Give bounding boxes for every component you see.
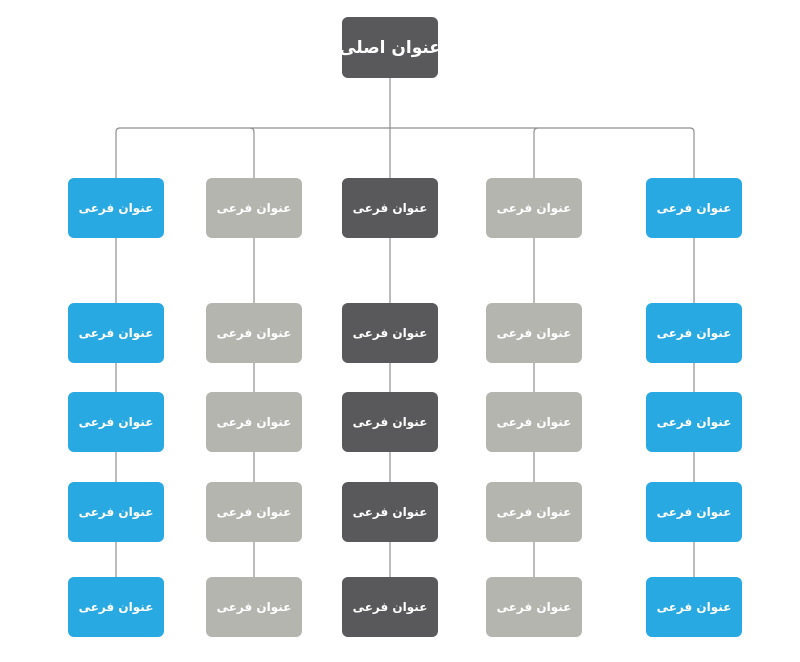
column-drop-line (249, 127, 255, 178)
subtopic-node: عنوان فرعی (206, 178, 302, 238)
bus-line (115, 127, 695, 178)
subtopic-node: عنوان فرعی (486, 303, 582, 363)
subtopic-node: عنوان فرعی (646, 392, 742, 452)
subtopic-node: عنوان فرعی (646, 178, 742, 238)
subtopic-node: عنوان فرعی (342, 178, 438, 238)
subtopic-node: عنوان فرعی (342, 392, 438, 452)
subtopic-node: عنوان فرعی (646, 577, 742, 637)
subtopic-node: عنوان فرعی (486, 392, 582, 452)
subtopic-node: عنوان فرعی (68, 392, 164, 452)
subtopic-node: عنوان فرعی (486, 577, 582, 637)
root-node: عنوان اصلی (339, 17, 441, 78)
column-drop-line (533, 127, 539, 178)
subtopic-node: عنوان فرعی (342, 577, 438, 637)
subtopic-node: عنوان فرعی (342, 303, 438, 363)
subtopic-node: عنوان فرعی (206, 577, 302, 637)
subtopic-node: عنوان فرعی (68, 178, 164, 238)
subtopic-node: عنوان فرعی (646, 482, 742, 542)
subtopic-node: عنوان فرعی (68, 482, 164, 542)
subtopic-node: عنوان فرعی (206, 303, 302, 363)
subtopic-node: عنوان فرعی (486, 178, 582, 238)
subtopic-node: عنوان فرعی (68, 303, 164, 363)
subtopic-node: عنوان فرعی (68, 577, 164, 637)
subtopic-node: عنوان فرعی (486, 482, 582, 542)
subtopic-node: عنوان فرعی (206, 482, 302, 542)
subtopic-node: عنوان فرعی (206, 392, 302, 452)
subtopic-node: عنوان فرعی (646, 303, 742, 363)
subtopic-node: عنوان فرعی (342, 482, 438, 542)
